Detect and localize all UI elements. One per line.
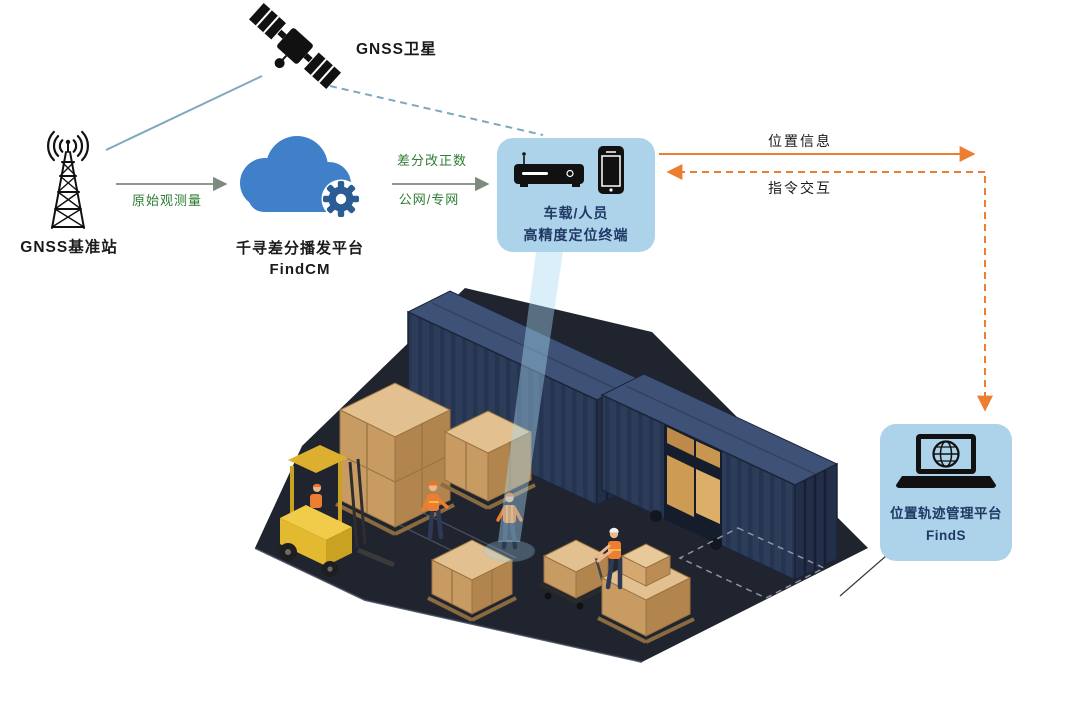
laptop-icon	[896, 434, 996, 488]
correction-label: 差分改正数	[396, 153, 468, 168]
gear-icon	[321, 179, 361, 219]
base-station-icon	[47, 130, 89, 229]
worker	[421, 480, 449, 540]
warehouse-scene	[254, 288, 868, 663]
lane-marking	[678, 527, 826, 599]
platform-name: 位置轨迹管理平台	[890, 506, 1002, 521]
satellite-to-terminal-link	[329, 85, 544, 136]
platform-label: 位置轨迹管理平台 FindS	[890, 503, 1002, 546]
platform-panel	[880, 424, 1012, 561]
container-right	[600, 373, 839, 582]
satellite-to-base-link	[105, 75, 263, 151]
command-label: 指令交互	[768, 180, 832, 196]
cloud-platform-product: FindCM	[269, 261, 331, 278]
positioning-beam	[498, 252, 563, 542]
cloud-icon	[240, 136, 361, 219]
network-label: 公网/专网	[398, 192, 460, 207]
base-station-label: GNSS基准站	[20, 239, 118, 256]
platform-product: FindS	[926, 527, 966, 543]
carton-stack	[335, 382, 455, 536]
receiver-icon	[514, 152, 584, 187]
worker	[594, 527, 623, 590]
position-highlight	[483, 540, 535, 562]
phone-icon	[598, 146, 624, 194]
globe-icon	[932, 440, 960, 468]
terminal-label: 车载/人员 高精度定位终端	[524, 203, 629, 246]
connector-lines	[105, 75, 993, 597]
position-info-label: 位置信息	[768, 133, 832, 149]
raw-observation-label: 原始观测量	[131, 193, 203, 208]
pallet-boxes	[597, 543, 695, 644]
forklift	[279, 445, 395, 577]
cloud-platform-label: 千寻差分播发平台 FindCM	[236, 238, 364, 280]
worker-located	[496, 492, 523, 550]
cloud-platform-name: 千寻差分播发平台	[235, 240, 365, 257]
terminal-label-line1: 车载/人员	[543, 205, 609, 221]
terminal-label-line2: 高精度定位终端	[523, 226, 629, 243]
pallet-boxes	[427, 539, 517, 622]
carton-stack	[440, 410, 536, 510]
satellite-icon	[248, 3, 342, 89]
platform-scene-link	[839, 555, 887, 597]
satellite-label: GNSS卫星	[356, 41, 437, 58]
